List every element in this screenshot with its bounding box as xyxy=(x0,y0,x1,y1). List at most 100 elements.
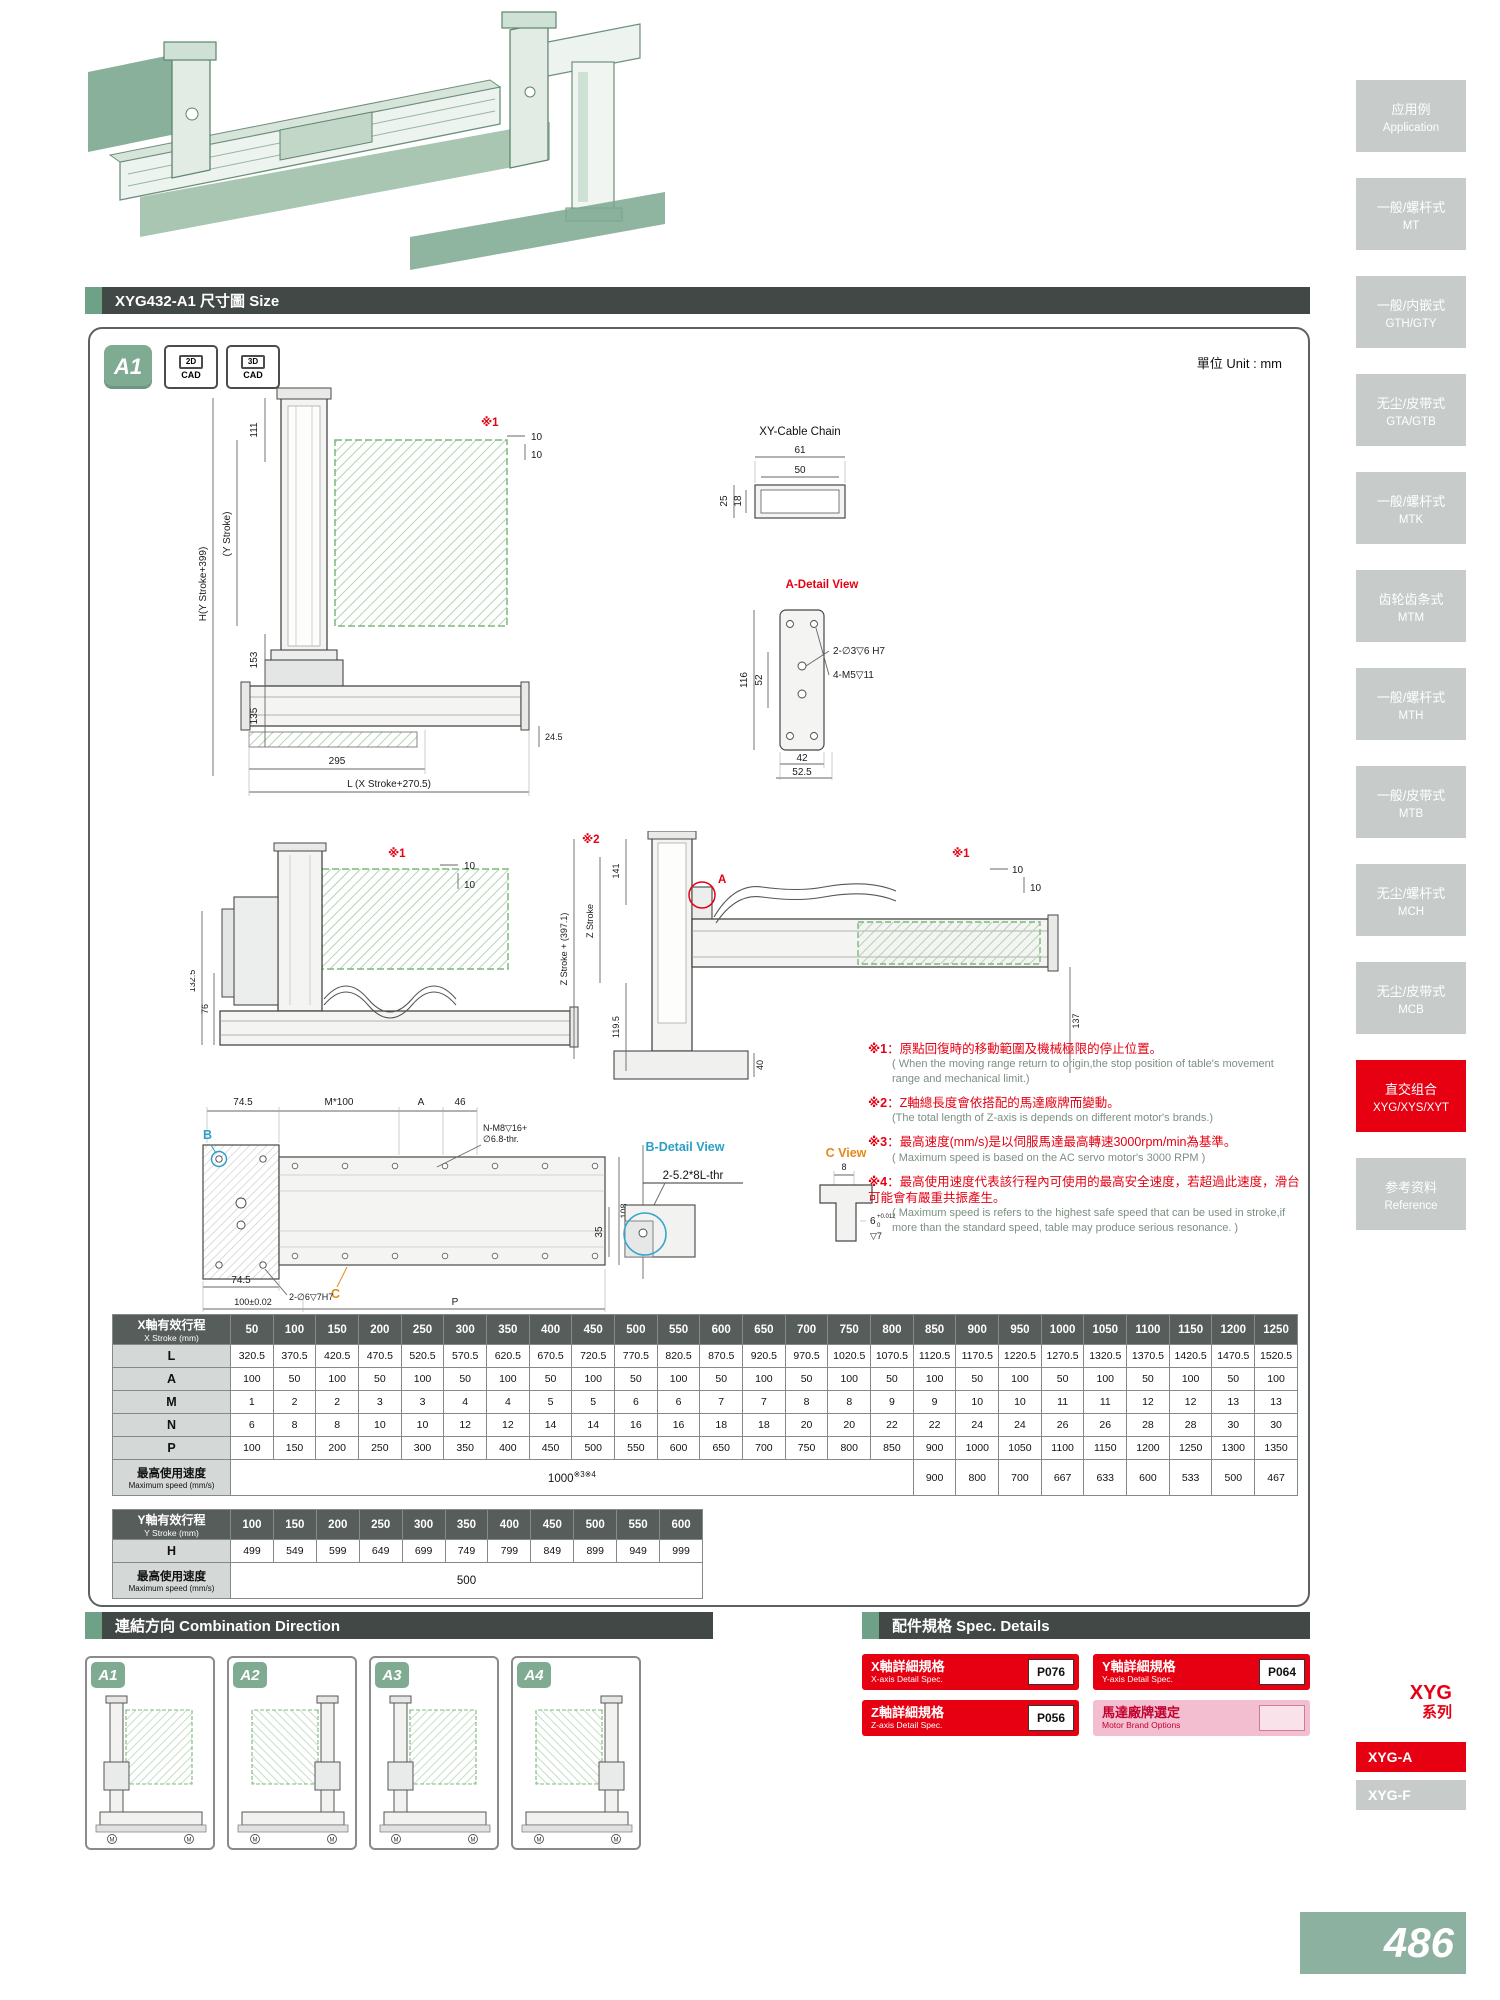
table-cell: 50 xyxy=(358,1367,402,1391)
table-cell: 470.5 xyxy=(358,1344,402,1368)
table-cell: 400 xyxy=(486,1436,530,1460)
stroke-column-header: 350 xyxy=(444,1509,489,1540)
drawing-front-view: 111 H(Y Stroke+399) (Y Stroke) 153 135 2… xyxy=(198,387,563,796)
table-cell: 100 xyxy=(742,1367,786,1391)
sidebar-item-mtk[interactable]: 一般/螺杆式 MTK xyxy=(1356,472,1466,544)
dim-10a: 10 xyxy=(464,861,476,872)
stroke-column-header: 400 xyxy=(487,1509,532,1540)
stroke-column-header: 100 xyxy=(230,1509,274,1540)
monitor-icon: 3D xyxy=(241,354,265,369)
table-cell: 28 xyxy=(1126,1413,1170,1437)
stroke-column-header: 1150 xyxy=(1168,1314,1213,1345)
sidebar-item-zh-label: 一般/螺杆式 xyxy=(1376,199,1446,215)
svg-text:M: M xyxy=(537,1838,542,1844)
table-cell: 6 xyxy=(614,1390,658,1414)
note-mark-2: ※2 xyxy=(582,832,600,846)
drawing-cable-chain: XY-Cable Chain 61 50 25 18 xyxy=(719,426,846,519)
sidebar-item-zh-label: 一般/螺杆式 xyxy=(1376,493,1446,509)
dim-52: 52 xyxy=(754,674,765,686)
spec-section-bar: 配件規格 Spec. Details xyxy=(862,1612,1310,1639)
cad-2d-button[interactable]: 2D CAD xyxy=(164,345,218,389)
row-label: N xyxy=(112,1413,231,1437)
dim-61: 61 xyxy=(794,445,806,456)
table-cell: 770.5 xyxy=(614,1344,658,1368)
c-view-title: C View xyxy=(826,1146,867,1160)
table-cell: 1350 xyxy=(1254,1436,1298,1460)
notes: ※1：原點回復時的移動範圍及機械極限的停止位置。( When the movin… xyxy=(868,1041,1304,1244)
table-cell: 26 xyxy=(1083,1413,1128,1437)
table-cell: 50 xyxy=(870,1367,914,1391)
table-cell: 1070.5 xyxy=(870,1344,914,1368)
table-cell: 9 xyxy=(912,1390,957,1414)
table-cell: 4 xyxy=(443,1390,488,1414)
cad-2d-label: CAD xyxy=(181,369,201,380)
stroke-column-header: 300 xyxy=(401,1509,446,1540)
table-cell: 999 xyxy=(659,1539,703,1563)
table-cell: 100 xyxy=(656,1367,701,1391)
svg-text:M: M xyxy=(110,1838,115,1844)
note-mark: ※2 xyxy=(868,1095,888,1110)
stroke-column-header: 250 xyxy=(358,1509,403,1540)
table-cell: 670.5 xyxy=(528,1344,573,1368)
series-tab-xyg-f[interactable]: XYG-F xyxy=(1356,1780,1466,1810)
tolerance-lower: 0 xyxy=(877,1223,881,1229)
combination-section-bar: 連結方向 Combination Direction xyxy=(85,1612,713,1639)
dim-108: 108 xyxy=(619,1203,629,1218)
cad-3d-button[interactable]: 3D CAD xyxy=(226,345,280,389)
row-label: A xyxy=(112,1367,231,1391)
note-zh-line: ※1：原點回復時的移動範圍及機械極限的停止位置。 xyxy=(868,1041,1304,1057)
stroke-column-header: 350 xyxy=(486,1314,530,1345)
table-cell: 899 xyxy=(573,1539,618,1563)
dim-76: 76 xyxy=(200,1004,210,1014)
combination-thumb-badge: A2 xyxy=(233,1662,267,1688)
note-zh-text: ：最高使用速度代表該行程內可使用的最高安全速度，若超過此速度，滑台可能會有嚴重共… xyxy=(868,1174,1300,1206)
table-cell: 30 xyxy=(1254,1413,1298,1437)
table-cell: 50 xyxy=(1040,1367,1085,1391)
table-cell: 2 xyxy=(272,1390,317,1414)
table-cell: 50 xyxy=(1126,1367,1170,1391)
stroke-column-header: 300 xyxy=(443,1314,488,1345)
table-cell: 26 xyxy=(1040,1413,1085,1437)
speed-cell: 667 xyxy=(1040,1459,1085,1496)
spec-button-en: Y-axis Detail Spec. xyxy=(1102,1673,1174,1684)
sidebar-item-en-label: MTM xyxy=(1397,611,1425,624)
sidebar-item-en-label: MTH xyxy=(1398,709,1424,722)
table-cell: 1000 xyxy=(955,1436,1000,1460)
table-cell: 420.5 xyxy=(315,1344,360,1368)
table-cell: 10 xyxy=(998,1390,1042,1414)
note-mark-1: ※1 xyxy=(388,846,406,860)
table-cell: 50 xyxy=(699,1367,744,1391)
spec-button-en: Z-axis Detail Spec. xyxy=(871,1719,943,1730)
sidebar-item-en-label: MTK xyxy=(1398,513,1424,526)
series-tab-xyg-a[interactable]: XYG-A xyxy=(1356,1742,1466,1772)
svg-text:M: M xyxy=(394,1838,399,1844)
table-cell: 8 xyxy=(827,1390,872,1414)
